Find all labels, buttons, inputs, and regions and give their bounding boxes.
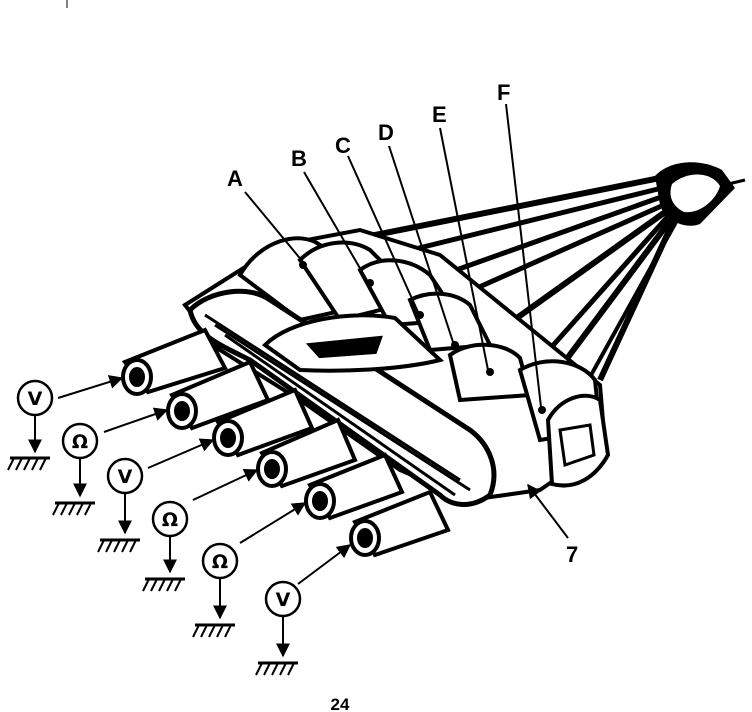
ohmmeter-symbol-5: Ω xyxy=(212,551,228,573)
voltmeter-symbol-6: V xyxy=(276,589,291,611)
label-e: E xyxy=(432,102,447,127)
label-d: D xyxy=(378,120,394,145)
voltmeter-symbol-1: V xyxy=(28,388,43,410)
page-number: 24 xyxy=(331,695,350,712)
label-connector-7: 7 xyxy=(566,542,578,567)
label-a: A xyxy=(227,166,243,191)
label-c: C xyxy=(335,133,351,158)
probe-4: Ω xyxy=(142,469,259,592)
ohmmeter-symbol-4: Ω xyxy=(162,509,178,531)
connector-leader xyxy=(527,483,569,539)
probe-1: V xyxy=(7,375,124,471)
probe-5: Ω xyxy=(192,502,307,638)
voltmeter-symbol-3: V xyxy=(118,466,133,488)
callout-leaders xyxy=(244,103,542,408)
probe-3: V xyxy=(97,438,215,553)
ohmmeter-symbol-2: Ω xyxy=(72,431,88,453)
terminal-pins xyxy=(121,327,451,558)
connector-housing xyxy=(182,227,611,507)
probe-2: Ω xyxy=(52,407,169,516)
label-f: F xyxy=(497,80,510,105)
probe-6: V xyxy=(255,544,352,676)
label-b: B xyxy=(291,146,307,171)
cable-jacket xyxy=(655,162,746,226)
